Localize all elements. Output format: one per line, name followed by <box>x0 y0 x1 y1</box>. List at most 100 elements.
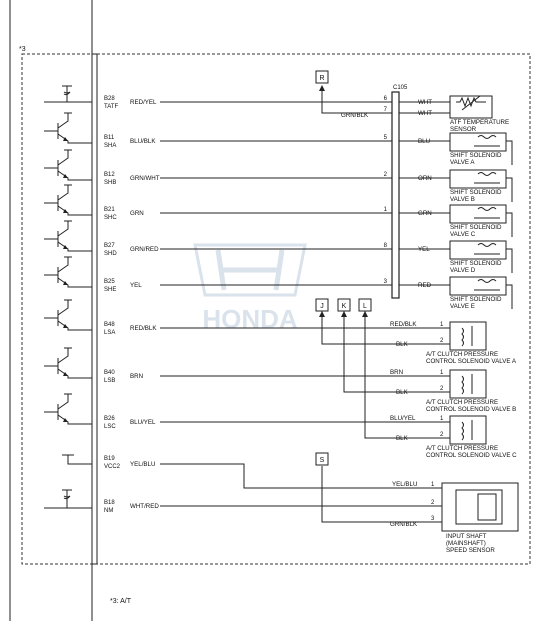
component-label: INPUT SHAFT <box>446 533 487 540</box>
watermark-text: HONDA <box>202 304 298 334</box>
label: GRN/WHT <box>130 175 160 182</box>
label: 1 <box>384 207 388 213</box>
honda-watermark: HONDA <box>193 243 307 334</box>
label: CONTROL SOLENOID VALVE B <box>426 406 516 413</box>
row-nm: B18 NM WHT/RED 2 <box>44 489 442 514</box>
label: A/T CLUTCH PRESSURE <box>426 445 498 452</box>
label: GRN <box>130 210 144 217</box>
label: VALVE C <box>450 231 476 238</box>
label: BLK <box>396 341 409 348</box>
label: B25 <box>104 279 115 285</box>
label: RED/BLK <box>390 321 417 328</box>
row-atf: B28 TATF RED/YEL 6 WHT WHT 7 ATF TEMPERA… <box>44 70 509 133</box>
label: 2 <box>440 338 444 344</box>
label: 2 <box>384 172 388 178</box>
label: 5 <box>384 135 388 141</box>
connector-label: C105 <box>393 85 408 91</box>
ref-l: L <box>363 303 367 310</box>
label: VALVE A <box>450 159 475 166</box>
connector-pin: 7 <box>384 107 388 113</box>
label: 1 <box>440 322 444 328</box>
footnote: *3: A/T <box>110 598 132 605</box>
label: B11 <box>104 135 115 141</box>
label: B26 <box>104 416 115 422</box>
label: SHA <box>104 143 116 149</box>
connector-pin: 6 <box>384 96 388 102</box>
label: BLU/YEL <box>130 419 156 426</box>
ref-r: R <box>319 75 324 82</box>
ref-k: K <box>342 303 347 310</box>
label: GRN/RED <box>130 246 159 253</box>
out-wire-label: WHT <box>418 110 432 117</box>
signal-label: TATF <box>104 104 118 110</box>
signal-label: VCC2 <box>104 464 121 470</box>
label: SHD <box>104 251 117 257</box>
label: B21 <box>104 207 115 213</box>
label: SHB <box>104 180 116 186</box>
wire-label: GRN/BLK <box>341 112 369 119</box>
component-label: SENSOR <box>450 126 477 133</box>
row-ground: GRN/BLK 3 S <box>315 452 442 528</box>
label: SHE <box>104 287 116 293</box>
row-vcc2: B19 VCC2 YEL/BLU YEL/BLU 1 <box>62 454 442 489</box>
label: BRN <box>130 373 143 380</box>
label: 2 <box>440 386 444 392</box>
label: SHIFT SOLENOID <box>450 224 502 231</box>
label: 8 <box>384 243 388 249</box>
label: 1 <box>440 416 444 422</box>
label: SHIFT SOLENOID <box>450 189 502 196</box>
label: 1 <box>440 370 444 376</box>
ref-s: S <box>320 457 325 464</box>
label: BLK <box>396 389 409 396</box>
out-wire-label: GRN/BLK <box>390 521 418 528</box>
label: SHIFT SOLENOID <box>450 152 502 159</box>
label: CONTROL SOLENOID VALVE C <box>426 452 517 459</box>
label: BLU <box>418 138 430 145</box>
label: B12 <box>104 172 115 178</box>
module-boundary <box>21 53 531 565</box>
connector-pin: 1 <box>431 482 435 488</box>
label: RED <box>418 282 432 289</box>
label: GRN <box>418 210 432 217</box>
pin-label: B18 <box>104 500 115 506</box>
label: YEL <box>130 282 142 289</box>
label: SHIFT SOLENOID <box>450 296 502 303</box>
label: SHIFT SOLENOID <box>450 260 502 267</box>
label: LSC <box>104 424 116 430</box>
label: LSB <box>104 378 115 384</box>
label: VALVE B <box>450 196 475 203</box>
speed-sensor: INPUT SHAFT (MAINSHAFT) SPEED SENSOR <box>441 482 519 554</box>
label: 3 <box>384 279 388 285</box>
wire-label: YEL/BLU <box>130 461 155 468</box>
wire-label: WHT/RED <box>130 503 159 510</box>
label: BLK <box>396 435 409 442</box>
label: BRN <box>390 369 403 376</box>
label: A/T CLUTCH PRESSURE <box>426 351 498 358</box>
connector-c105 <box>391 91 400 299</box>
label: B40 <box>104 370 115 376</box>
signal-label: NM <box>104 508 113 514</box>
pin-label: B19 <box>104 456 115 462</box>
ref-j: J <box>320 303 324 310</box>
label: LSA <box>104 330 115 336</box>
wire-label: RED/YEL <box>130 99 157 106</box>
out-wire-label: WHT <box>418 99 432 106</box>
label: YEL <box>418 246 430 253</box>
label: BLU/BLK <box>130 138 156 145</box>
label: RED/BLK <box>130 325 157 332</box>
label: BLU/YEL <box>390 415 416 422</box>
out-wire-label: YEL/BLU <box>392 481 417 488</box>
label: SHC <box>104 215 117 221</box>
note-marker: *3 <box>19 46 26 53</box>
ref-boxes: J K L <box>315 298 372 312</box>
label: CONTROL SOLENOID VALVE A <box>426 358 517 365</box>
connector-pin: 2 <box>431 500 435 506</box>
pcm-bus <box>91 53 98 565</box>
label: 2 <box>440 432 444 438</box>
